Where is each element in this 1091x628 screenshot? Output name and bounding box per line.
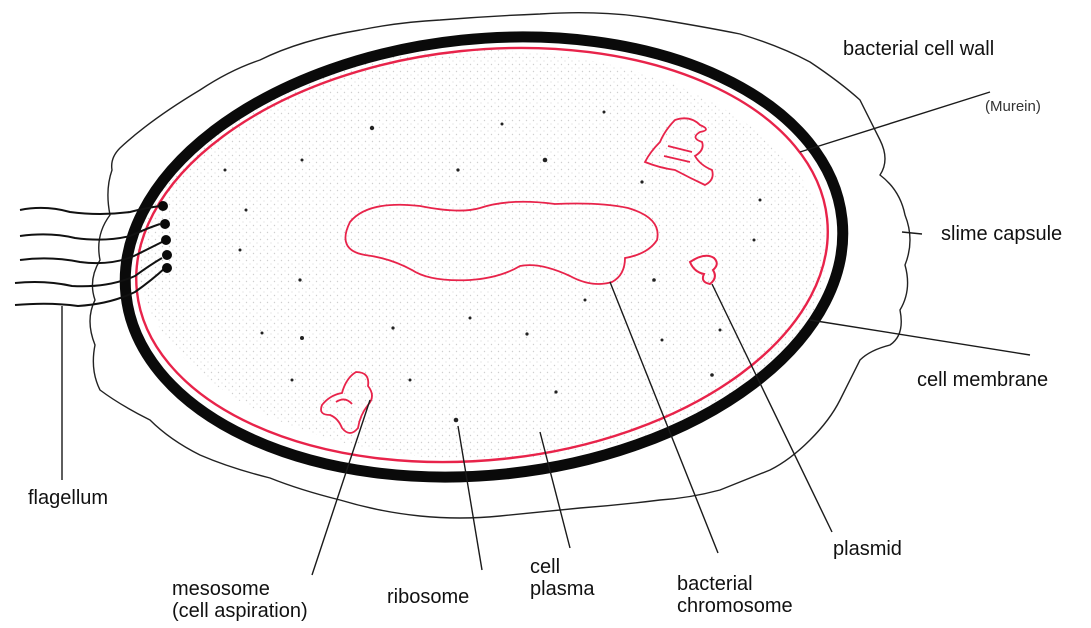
label-cell-plasma-line2: plasma	[530, 578, 594, 600]
label-murein: (Murein)	[985, 96, 1041, 118]
label-chromosome-line2: chromosome	[677, 595, 793, 617]
label-cell-membrane: cell membrane	[917, 369, 1048, 391]
label-cell-plasma: cell plasma	[530, 556, 594, 600]
label-mesosome: mesosome (cell aspiration)	[172, 578, 308, 622]
label-plasmid: plasmid	[833, 538, 902, 560]
label-slime-capsule: slime capsule	[941, 223, 1062, 245]
label-mesosome-line2: (cell aspiration)	[172, 600, 308, 622]
label-ribosome: ribosome	[387, 586, 469, 608]
label-mesosome-line1: mesosome	[172, 578, 308, 600]
label-chromosome-line1: bacterial	[677, 573, 793, 595]
label-chromosome: bacterial chromosome	[677, 573, 793, 617]
label-cell-plasma-line1: cell	[530, 556, 594, 578]
label-cell-wall: bacterial cell wall	[843, 38, 994, 60]
label-flagellum: flagellum	[28, 487, 108, 509]
